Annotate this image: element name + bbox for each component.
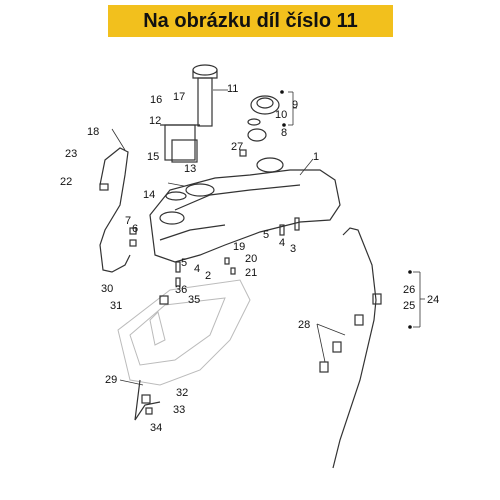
callout-32: 32 [176, 387, 188, 399]
fuel-filter [160, 124, 200, 163]
callout-12: 12 [149, 115, 161, 127]
callout-7: 7 [125, 215, 131, 227]
callout-4: 4 [279, 237, 285, 249]
callout-labels: 1 2 3 4 5 6 7 8 9 10 11 12 13 14 15 16 1… [60, 83, 439, 434]
bullet-dots [280, 90, 412, 329]
callout-20: 20 [245, 253, 257, 265]
callout-17: 17 [173, 91, 185, 103]
callout-5b: 5 [181, 257, 187, 269]
callout-23: 23 [65, 148, 77, 160]
callout-29: 29 [105, 374, 117, 386]
callout-24: 24 [427, 294, 439, 306]
hardware [99, 149, 382, 421]
callout-19: 19 [233, 241, 245, 253]
breather-hose [99, 147, 131, 273]
callout-9: 9 [292, 99, 298, 111]
callout-33: 33 [173, 404, 185, 416]
callout-13: 13 [184, 163, 196, 175]
callout-5: 5 [263, 229, 269, 241]
fuel-pump [192, 64, 218, 127]
fuel-tank [149, 157, 341, 263]
part-title-banner: Na obrázku díl číslo 11 [108, 5, 393, 37]
callout-28: 28 [298, 319, 310, 331]
callout-6: 6 [132, 223, 138, 235]
callout-3: 3 [290, 243, 296, 255]
callout-1: 1 [313, 151, 319, 163]
callout-21: 21 [245, 267, 257, 279]
leader-lines [111, 89, 425, 386]
callout-36: 36 [175, 284, 187, 296]
callout-15: 15 [147, 151, 159, 163]
callout-4b: 4 [194, 263, 200, 275]
callout-8: 8 [281, 127, 287, 139]
callout-10: 10 [275, 109, 287, 121]
callout-25: 25 [403, 300, 415, 312]
callout-18: 18 [87, 126, 99, 138]
callout-16: 16 [150, 94, 162, 106]
callout-34: 34 [150, 422, 162, 434]
callout-11: 11 [227, 83, 238, 95]
callout-14: 14 [143, 189, 155, 201]
callout-22: 22 [60, 176, 72, 188]
fuel-cap [247, 95, 280, 142]
part-title: Na obrázku díl číslo 11 [143, 9, 358, 32]
callout-31: 31 [110, 300, 122, 312]
callout-2: 2 [205, 270, 211, 282]
callout-30: 30 [101, 283, 113, 295]
callout-26: 26 [403, 284, 415, 296]
callout-35: 35 [188, 294, 200, 306]
drain-hose [332, 227, 377, 469]
callout-27: 27 [231, 141, 243, 153]
